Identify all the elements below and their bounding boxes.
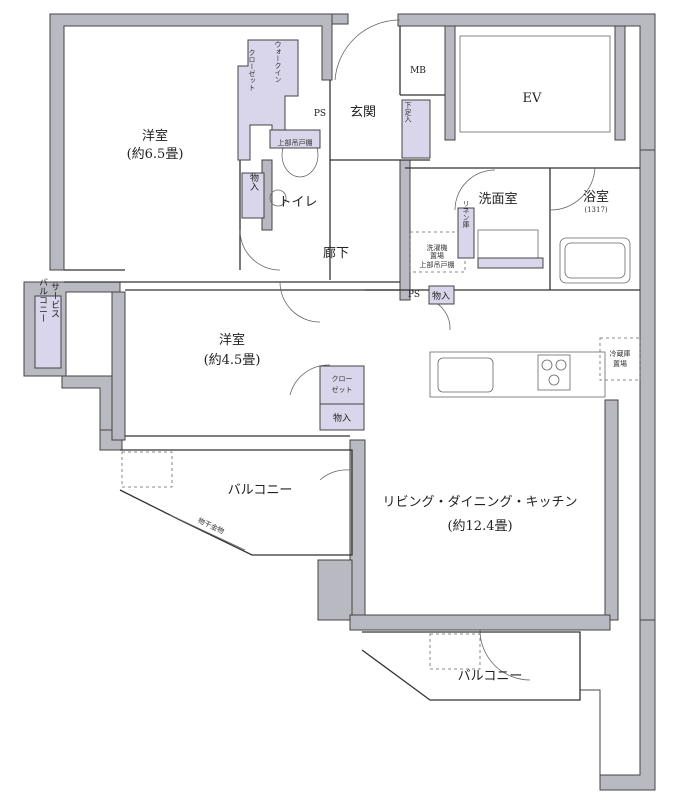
mb-label: MB — [410, 66, 426, 76]
hallway-label: 廊下 — [323, 245, 349, 261]
service-balcony-label: バルコニー — [37, 277, 48, 322]
linen-label: リネン庫 — [462, 200, 470, 229]
balcony-label: バルコニー — [228, 483, 293, 498]
wic-label: クローゼット — [248, 49, 256, 91]
bathroom-label: 浴室 — [583, 189, 609, 205]
laundry-label: 上部吊戸棚 — [420, 260, 455, 269]
wic-label: ウォークイン — [274, 41, 282, 83]
room-size: (約6.5畳) — [127, 147, 184, 162]
storage-areas — [34, 39, 544, 431]
ps-label: PS — [314, 109, 326, 119]
storage-label: 物入 — [333, 412, 351, 424]
ev-label: EV — [523, 91, 542, 106]
toilet-label: トイレ — [278, 195, 317, 210]
balcony-label: バルコニー — [458, 669, 523, 684]
storage-label: 物入 — [432, 290, 450, 302]
laundry-label: 置場 — [430, 251, 444, 260]
closet-label: ゼット — [332, 385, 353, 394]
room-label: 洋室 — [142, 128, 168, 144]
storage-label: 物入 — [248, 172, 259, 191]
bathroom-size: (1317) — [584, 206, 608, 214]
shoe-storage-label: 下足入 — [404, 102, 412, 123]
fridge-label: 冷蔵庫 — [610, 349, 631, 358]
drying-hardware-label: 物干金物 — [196, 516, 225, 536]
fridge-label: 置場 — [613, 359, 627, 368]
balcony-1-outline — [119, 449, 353, 556]
washroom-label: 洗面室 — [478, 191, 517, 207]
laundry-label: 洗濯機 — [427, 243, 448, 252]
room-size: (約4.5畳) — [204, 353, 261, 368]
toilet-shelf-label: 上部吊戸棚 — [278, 138, 313, 147]
ldk-size: (約12.4畳) — [447, 519, 512, 534]
service-balcony-label: サービス — [49, 282, 60, 318]
room-label: 洋室 — [219, 332, 245, 348]
ldk-label: リビング・ダイニング・キッチン — [382, 495, 577, 510]
ps-label: PS — [408, 290, 420, 300]
closet-label: クロー — [332, 375, 353, 383]
balcony-2-outline — [361, 631, 581, 701]
entrance-label: 玄関 — [350, 105, 376, 120]
